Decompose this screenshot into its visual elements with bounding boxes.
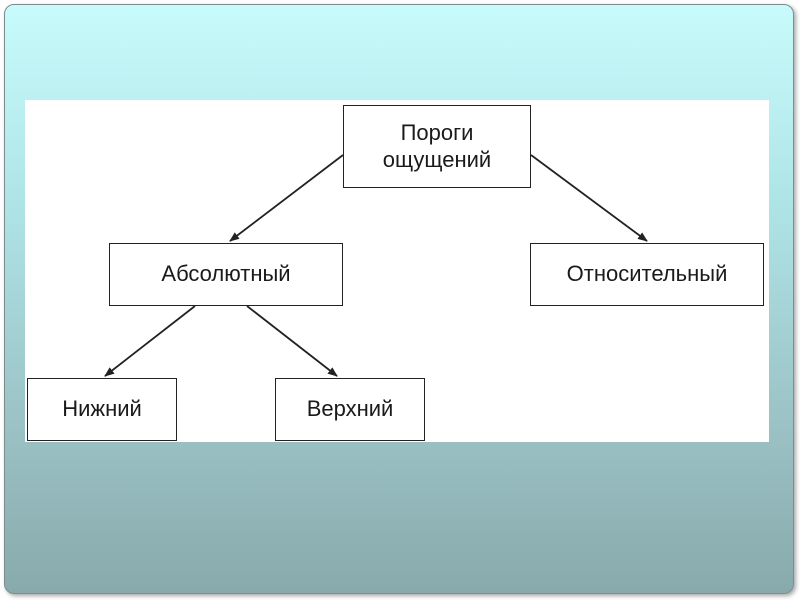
arrow-absolute-to-upper bbox=[246, 305, 338, 377]
node-sensation-thresholds: Пороги ощущений bbox=[343, 105, 531, 188]
diagram-edges bbox=[104, 154, 648, 377]
arrow-root-to-relative bbox=[530, 154, 648, 242]
arrow-absolute-to-lower bbox=[104, 305, 196, 377]
slide-frame: Пороги ощущений Абсолютный Относительный… bbox=[4, 4, 794, 594]
diagram-panel: Пороги ощущений Абсолютный Относительный… bbox=[25, 100, 769, 442]
node-absolute: Абсолютный bbox=[109, 243, 343, 306]
node-relative: Относительный bbox=[530, 243, 764, 306]
arrow-root-to-absolute bbox=[229, 154, 344, 242]
node-lower: Нижний bbox=[27, 378, 177, 441]
node-upper: Верхний bbox=[275, 378, 425, 441]
